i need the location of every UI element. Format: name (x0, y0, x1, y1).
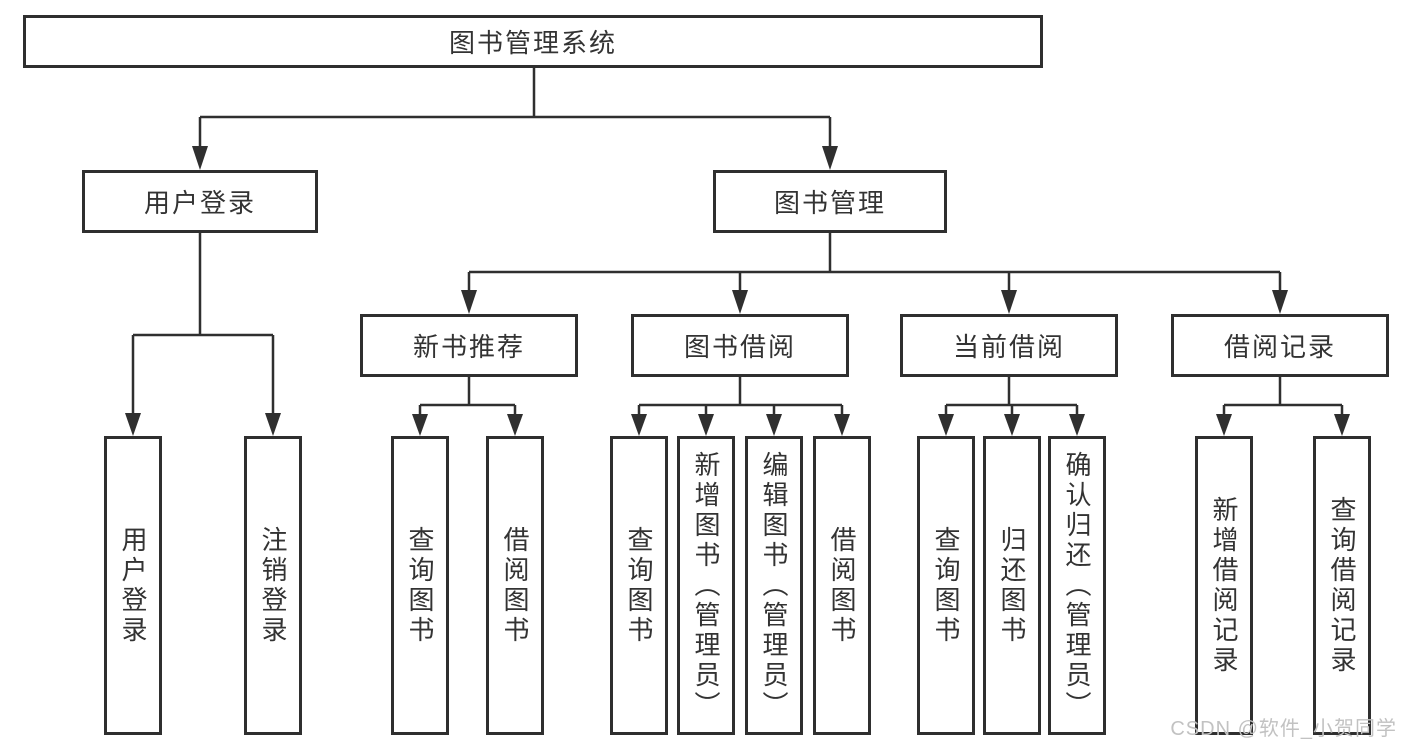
leaf-return-books: 归还图书 (983, 436, 1041, 735)
leaf-query-books-recommend-label: 查询图书 (405, 525, 435, 646)
leaf-logout-login-label: 注销登录 (258, 525, 288, 646)
leaf-query-borrow-record-label: 查询借阅记录 (1327, 495, 1357, 676)
leaf-borrow-books-label: 借阅图书 (827, 525, 857, 646)
leaf-confirm-return-admin-label: 确认归还（管理员） (1062, 450, 1092, 721)
leaf-confirm-return-admin: 确认归还（管理员） (1048, 436, 1106, 735)
leaf-query-books-borrow: 查询图书 (610, 436, 668, 735)
leaf-query-books-current: 查询图书 (917, 436, 975, 735)
leaf-query-borrow-record: 查询借阅记录 (1313, 436, 1371, 735)
leaf-query-books-borrow-label: 查询图书 (624, 525, 654, 646)
leaf-logout-login: 注销登录 (244, 436, 302, 735)
leaf-add-borrow-record: 新增借阅记录 (1195, 436, 1253, 735)
leaf-add-borrow-record-label: 新增借阅记录 (1209, 495, 1239, 676)
leaf-add-books-admin-label: 新增图书（管理员） (691, 450, 721, 721)
node-current-borrow: 当前借阅 (900, 314, 1118, 377)
node-book-management: 图书管理 (713, 170, 947, 233)
leaf-user-login-label: 用户登录 (118, 525, 148, 646)
node-root-library-system: 图书管理系统 (23, 15, 1043, 68)
leaf-query-books-recommend: 查询图书 (391, 436, 449, 735)
watermark: CSDN @软件_小贺同学 (1170, 718, 1397, 740)
leaf-borrow-books: 借阅图书 (813, 436, 871, 735)
leaf-edit-books-admin: 编辑图书（管理员） (745, 436, 803, 735)
leaf-edit-books-admin-label: 编辑图书（管理员） (759, 450, 789, 721)
node-book-borrow: 图书借阅 (631, 314, 849, 377)
node-borrow-records: 借阅记录 (1171, 314, 1389, 377)
node-new-book-recommend: 新书推荐 (360, 314, 578, 377)
leaf-add-books-admin: 新增图书（管理员） (677, 436, 735, 735)
leaf-borrow-books-recommend-label: 借阅图书 (500, 525, 530, 646)
leaf-return-books-label: 归还图书 (997, 525, 1027, 646)
leaf-borrow-books-recommend: 借阅图书 (486, 436, 544, 735)
leaf-user-login: 用户登录 (104, 436, 162, 735)
node-user-login: 用户登录 (82, 170, 318, 233)
leaf-query-books-current-label: 查询图书 (931, 525, 961, 646)
